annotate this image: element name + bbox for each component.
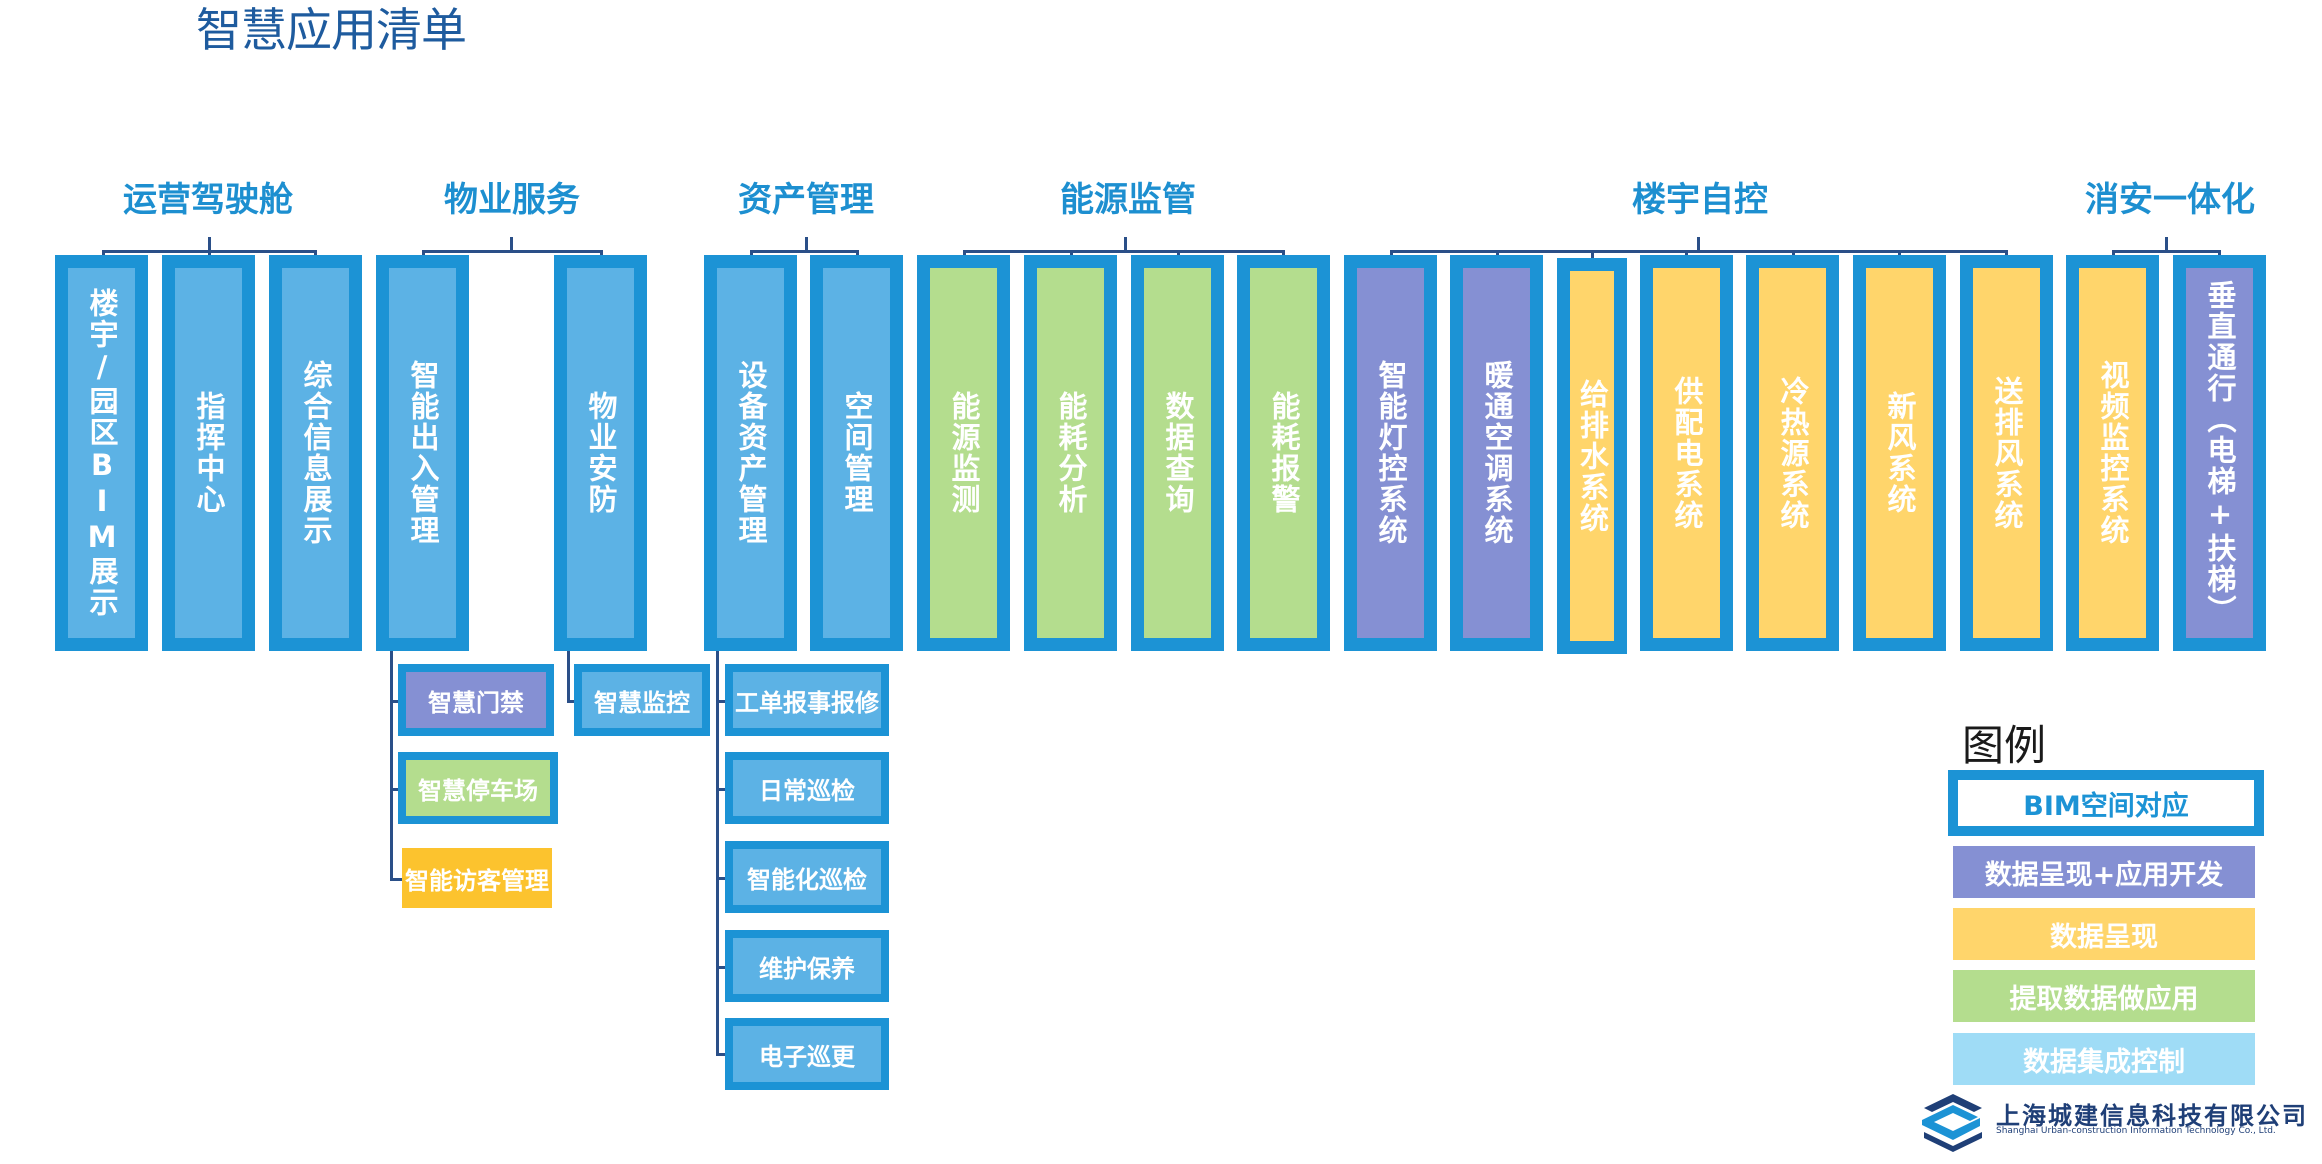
column-water-supply: 给排水系统 bbox=[1557, 258, 1627, 654]
legend-item-bim: BIM空间对应 bbox=[1948, 770, 2264, 836]
sub-electronic-patrol: 电子巡更 bbox=[725, 1018, 889, 1090]
company-name-en: Shanghai Urban-construction Information … bbox=[1996, 1126, 2276, 1136]
column-access-management: 智能出入管理 bbox=[376, 255, 469, 651]
page-title: 智慧应用清单 bbox=[196, 3, 467, 57]
legend-item-dev: 数据呈现+应用开发 bbox=[1953, 846, 2255, 898]
category-fire-security: 消安一体化 bbox=[2085, 180, 2255, 220]
sub-work-order: 工单报事报修 bbox=[725, 664, 889, 736]
legend-item-integration: 数据集成控制 bbox=[1953, 1033, 2255, 1085]
column-data-query: 数据查询 bbox=[1131, 255, 1224, 651]
column-video-surveillance: 视频监控系统 bbox=[2066, 255, 2159, 651]
column-space-management: 空间管理 bbox=[810, 255, 903, 651]
column-exhaust-air: 送排风系统 bbox=[1960, 255, 2053, 651]
company-logo-icon bbox=[1918, 1090, 1988, 1156]
column-bim-display: 楼宇/园区BIM展示 bbox=[55, 255, 148, 651]
column-power-supply: 供配电系统 bbox=[1640, 255, 1733, 651]
column-energy-alarm: 能耗报警 bbox=[1237, 255, 1330, 651]
column-hvac: 暖通空调系统 bbox=[1450, 255, 1543, 651]
category-cockpit: 运营驾驶舱 bbox=[123, 180, 293, 220]
company-name-cn: 上海城建信息科技有限公司 bbox=[1996, 1102, 2308, 1130]
column-energy-monitoring: 能源监测 bbox=[917, 255, 1010, 651]
column-equipment-asset: 设备资产管理 bbox=[704, 255, 797, 651]
column-cooling-heating: 冷热源系统 bbox=[1746, 255, 1839, 651]
column-info-display: 综合信息展示 bbox=[269, 255, 362, 651]
sub-visitor-management: 智能访客管理 bbox=[402, 848, 552, 908]
legend-item-display: 数据呈现 bbox=[1953, 908, 2255, 960]
column-fresh-air: 新风系统 bbox=[1853, 255, 1946, 651]
sub-smart-inspection: 智能化巡检 bbox=[725, 841, 889, 913]
column-energy-analysis: 能耗分析 bbox=[1024, 255, 1117, 651]
column-command-center: 指挥中心 bbox=[162, 255, 255, 651]
sub-daily-inspection: 日常巡检 bbox=[725, 752, 889, 824]
legend-title: 图例 bbox=[1962, 721, 2047, 770]
category-building-automation: 楼宇自控 bbox=[1632, 180, 1768, 220]
category-energy: 能源监管 bbox=[1060, 180, 1196, 220]
column-property-security: 物业安防 bbox=[554, 255, 647, 651]
column-lighting-control: 智能灯控系统 bbox=[1344, 255, 1437, 651]
sub-smart-parking: 智慧停车场 bbox=[398, 752, 558, 824]
category-property: 物业服务 bbox=[444, 180, 580, 220]
sub-maintenance: 维护保养 bbox=[725, 930, 889, 1002]
category-asset: 资产管理 bbox=[738, 180, 874, 220]
sub-smart-monitoring: 智慧监控 bbox=[574, 664, 710, 736]
sub-smart-door: 智慧门禁 bbox=[398, 664, 554, 736]
legend-item-application: 提取数据做应用 bbox=[1953, 970, 2255, 1022]
column-vertical-transport: 垂直通行（电梯+扶梯） bbox=[2173, 255, 2266, 651]
